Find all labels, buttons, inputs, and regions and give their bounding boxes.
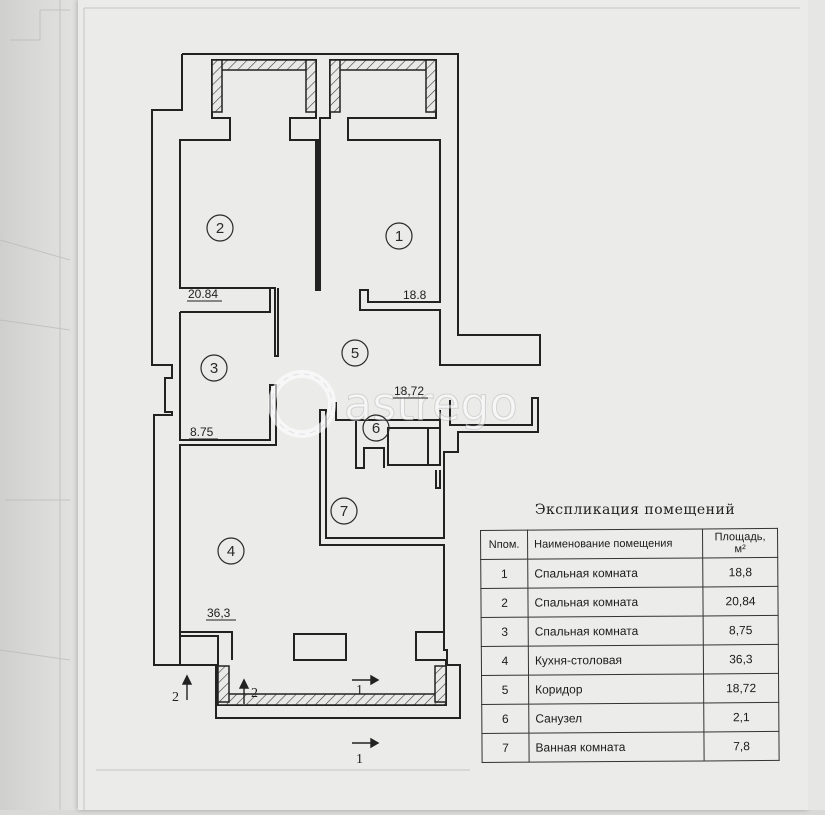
row-area: 36,3 [703,644,779,674]
room-6-number: 6 [372,420,380,437]
room-5-area: 18,72 [394,384,424,398]
table-row: 2 Спальная комната 20,84 [480,586,779,618]
section-marks [181,674,380,749]
room-4-area: 36,3 [207,606,231,620]
explication-title: Экспликация помещений [534,502,736,518]
row-number: 2 [480,588,529,618]
section-mark-2-outer: 2 [172,690,179,705]
watermark-text: astrego [344,377,518,431]
sheet-frame-lines [83,7,800,810]
background-page-right [808,0,825,810]
room-3-area: 8.75 [190,425,214,439]
row-area: 20,84 [702,586,779,616]
row-name: Санузел [528,702,704,734]
row-number: 5 [481,675,529,705]
room-3-number: 3 [210,360,218,377]
room-4-number: 4 [227,543,235,560]
watermark: astrego [268,370,518,438]
row-area: 8,75 [703,615,779,645]
header-number: Nпом. [480,530,528,560]
row-area: 18,72 [703,673,779,703]
row-number: 4 [481,646,529,676]
row-number: 3 [481,617,529,647]
row-name: Кухня-столовая [528,644,704,676]
table-row: 7 Ванная комната 7,8 [481,731,780,763]
room-2-area: 20.84 [188,287,218,301]
row-area: 2,1 [703,702,779,732]
table-row: 5 Коридор 18,72 [481,673,779,705]
row-name: Коридор [528,673,704,705]
section-mark-2-inner: 2 [251,686,258,701]
room-2-number: 2 [216,220,224,237]
row-name: Спальная комната [527,557,703,589]
section-mark-1-outer: 1 [356,752,363,767]
row-name: Спальная комната [528,615,704,647]
room-5-number: 5 [351,345,359,362]
background-faint-lines [0,0,71,810]
row-name: Ванная комната [528,731,705,763]
row-area: 18,8 [702,557,778,587]
section-mark-1-inner: 1 [356,683,363,698]
room-1-number: 1 [395,228,403,245]
row-number: 7 [481,733,530,763]
interior-walls [293,139,347,661]
header-name: Наименование помещения [527,528,703,560]
table-row: 4 Кухня-столовая 36,3 [481,644,779,676]
room-number-circles [200,214,413,565]
table-row: 3 Спальная комната 8,75 [481,615,779,647]
explication-table: Nпом. Наименование помещения Площадь, м²… [480,527,780,763]
table-row: 6 Санузел 2,1 [481,702,779,734]
row-name: Спальная комната [527,586,704,618]
background-page-left [0,0,80,810]
room-1-area: 18.8 [403,288,427,302]
row-number: 6 [481,704,529,734]
row-number: 1 [480,559,528,589]
row-area: 7,8 [703,731,780,761]
hatched-balconies [211,59,447,706]
table-row: 1 Спальная комната 18,8 [480,557,778,589]
room-7-number: 7 [340,503,348,520]
table-header-row: Nпом. Наименование помещения Площадь, м² [480,528,778,560]
header-area: Площадь, м² [702,528,778,558]
